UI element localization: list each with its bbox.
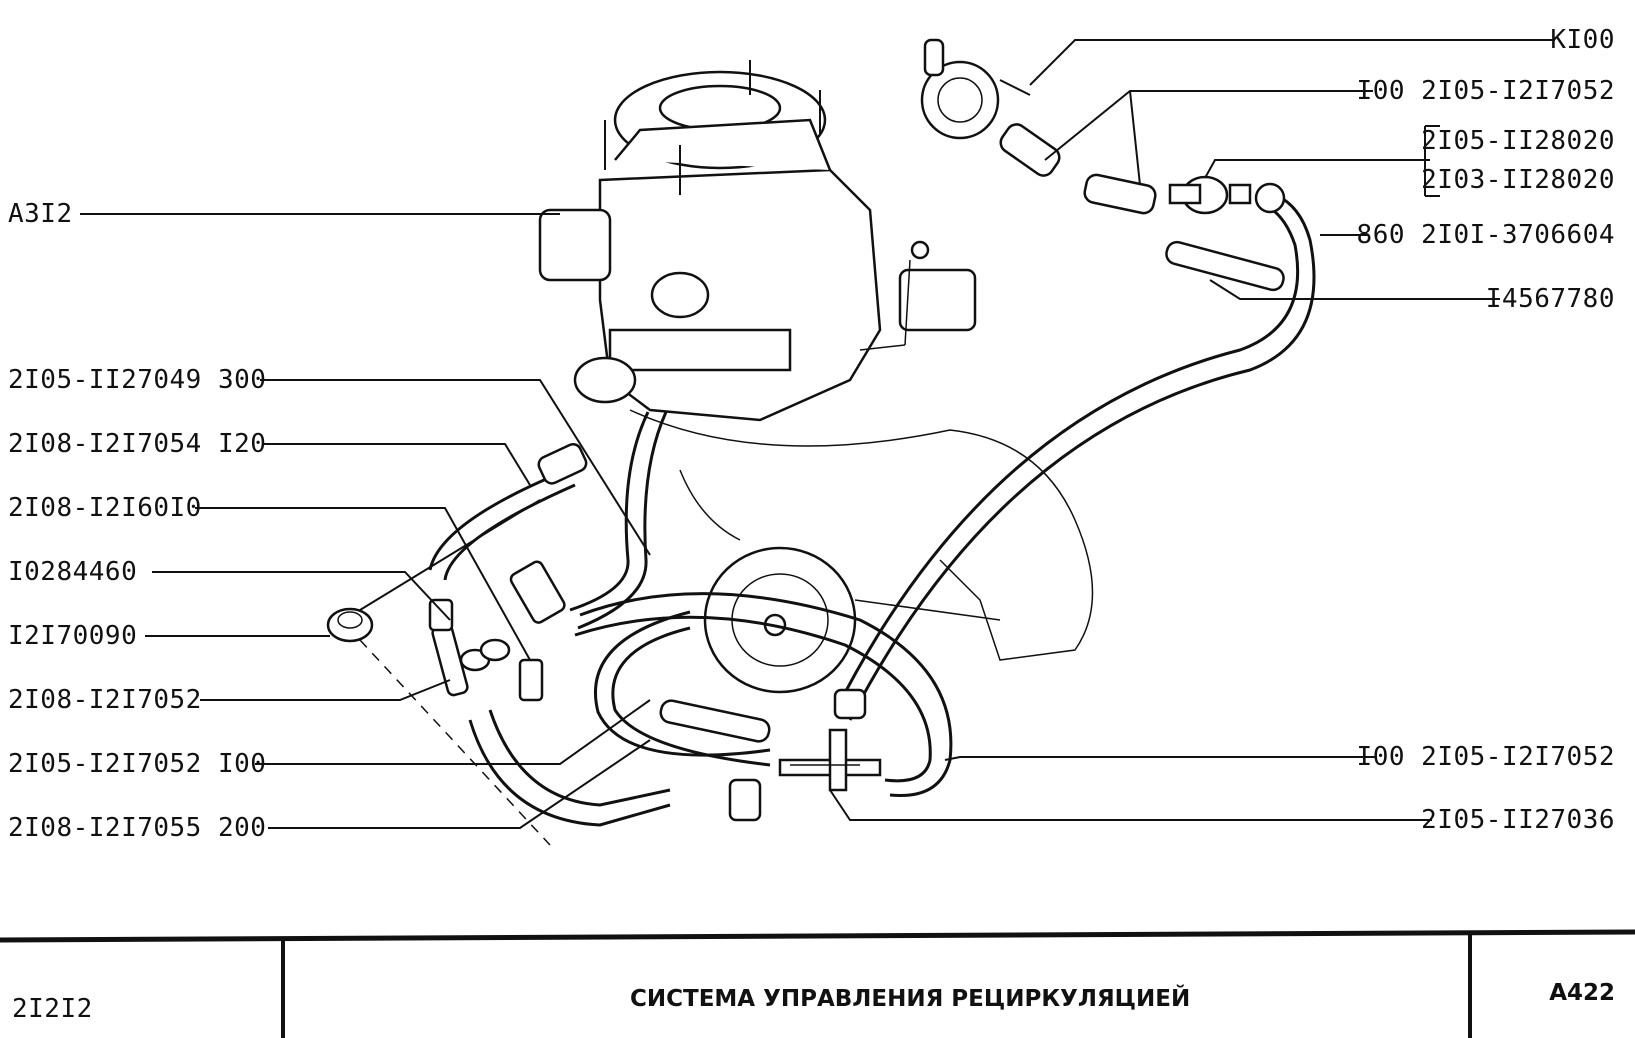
label-10284460: I0284460 — [8, 557, 138, 587]
sheet-number: A422 — [1549, 980, 1615, 1006]
label-2105-1128020: 2I05-II28020 — [1421, 126, 1615, 156]
label-2108-1217052: 2I08-I2I7052 — [8, 685, 202, 715]
label-a312: A3I2 — [8, 199, 73, 229]
label-2105-1217052-100: 2I05-I2I7052 I00 — [8, 749, 267, 779]
label-2108-1217055-200: 2I08-I2I7055 200 — [8, 813, 267, 843]
label-2108-1217054-120: 2I08-I2I7054 I20 — [8, 429, 267, 459]
label-860-2101-3706604: 860 2I0I-3706604 — [1356, 220, 1615, 250]
label-100-2105-1217052-top: I00 2I05-I2I7052 — [1356, 76, 1615, 106]
engine-block — [629, 409, 1094, 694]
label-2105-1127049-300: 2I05-II27049 300 — [8, 365, 267, 395]
title-block-frame — [0, 929, 1635, 1038]
label-2103-1128020: 2I03-II28020 — [1421, 165, 1615, 195]
label-2108-1216010: 2I08-I2I60I0 — [8, 493, 202, 523]
label-2105-1127036: 2I05-II27036 — [1421, 805, 1615, 835]
label-k100: KI00 — [1550, 25, 1615, 55]
label-100-2105-1217052-bottom: I00 2I05-I2I7052 — [1356, 742, 1615, 772]
leader-lines-right — [790, 39, 1555, 821]
label-12170090: I2I70090 — [8, 621, 138, 651]
label-14567780: I4567780 — [1485, 284, 1615, 314]
diagram-title: СИСТЕМА УПРАВЛЕНИЯ РЕЦИРКУЛЯЦИЕЙ — [630, 986, 1191, 1012]
model-code: 2I2I2 — [12, 994, 93, 1024]
carburetor-assembly — [538, 60, 977, 422]
fittings — [326, 442, 882, 822]
valve-group — [920, 38, 1286, 292]
leader-lines — [80, 213, 651, 846]
